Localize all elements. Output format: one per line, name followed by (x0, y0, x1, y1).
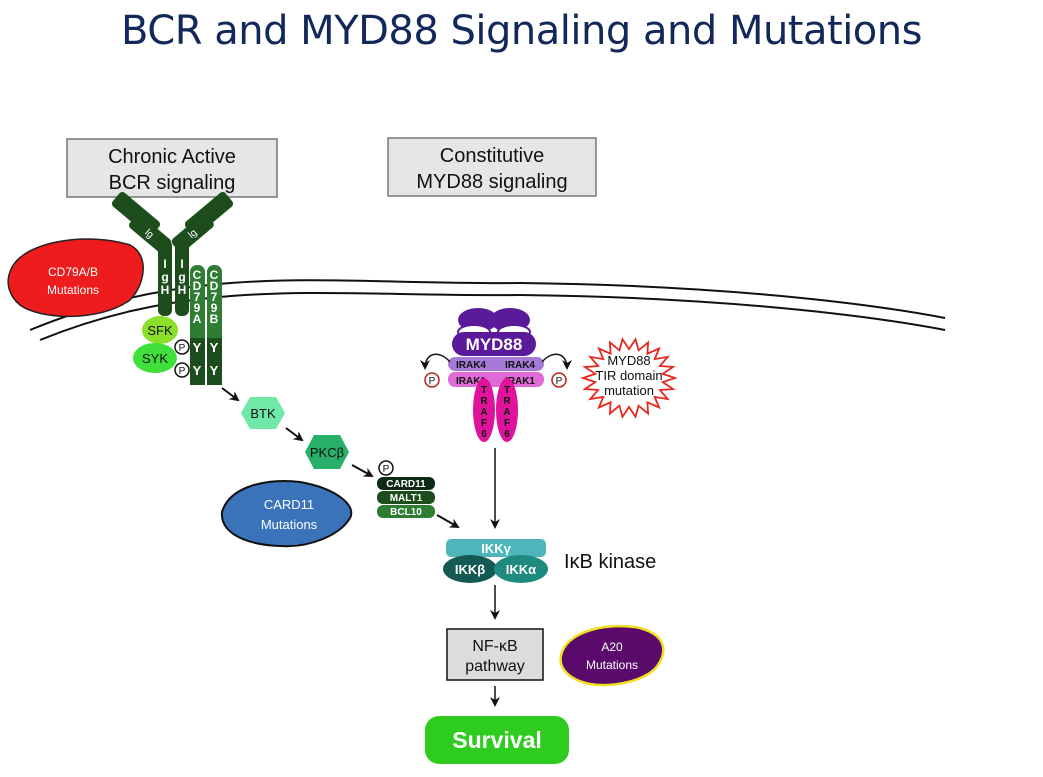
cd79a-letter: D (193, 279, 202, 293)
myd88-header-line2: MYD88 signaling (416, 171, 567, 193)
traf6-right (496, 378, 518, 442)
myd88-tir-mutation-badge: MYD88 TIR domain mutation (580, 337, 678, 419)
irak4-left-label: IRAK4 (456, 360, 486, 371)
btk-node: BTK (241, 397, 285, 429)
bcr-header-box: Chronic Active BCR signaling (66, 138, 278, 198)
svg-text:Mutations: Mutations (47, 283, 99, 297)
svg-text:Mutations: Mutations (261, 517, 318, 532)
survival-label: Survival (452, 727, 542, 753)
igh-chain-left (158, 240, 172, 316)
traf6-letter: F (504, 418, 510, 429)
page-title: BCR and MYD88 Signaling and Mutations (121, 8, 922, 54)
igh-letter: I (163, 257, 166, 271)
igh-letter: g (161, 270, 168, 284)
ikk-complex: IKKγ IKKβ IKKα (443, 539, 548, 583)
svg-text:PKCβ: PKCβ (310, 445, 344, 460)
phospho-marker (174, 362, 190, 378)
bcr-header-line2: BCR signaling (109, 172, 236, 194)
myd88-header-box: Constitutive MYD88 signaling (387, 137, 597, 197)
arrow-pkc-to-cbm (351, 464, 374, 477)
cd79b-letter: 9 (211, 301, 218, 315)
traf6-letter: T (481, 385, 487, 396)
arrow-bcr-to-btk (221, 387, 240, 402)
svg-text:P: P (383, 464, 390, 475)
traf6-letter: T (504, 385, 510, 396)
igh-letter: I (180, 257, 183, 271)
svg-text:CD79A/B: CD79A/B (48, 265, 98, 279)
traf6-left (473, 378, 495, 442)
svg-text:mutation: mutation (604, 383, 654, 398)
a20-mutations-badge: A20 Mutations (559, 624, 665, 687)
bcl10-label: BCL10 (390, 507, 422, 518)
cd79b-letter: B (210, 312, 219, 326)
nfkb-pathway-box: NF-κB pathway (446, 628, 544, 681)
phospho-marker (174, 339, 190, 355)
svg-text:SFK: SFK (147, 323, 173, 338)
cd79b-letter: C (210, 268, 219, 282)
sfk-node: SFK (142, 316, 178, 344)
irak1-left-label: IRAK1 (456, 376, 486, 387)
nfkb-line1: NF-κB (472, 638, 517, 655)
igh-letter: H (178, 283, 187, 297)
ikk-gamma-label: IKKγ (481, 541, 511, 556)
traf6-letter: A (480, 407, 487, 418)
phospho-marker-right (551, 372, 567, 388)
syk-node: SYK (133, 343, 177, 373)
igh-letter: H (161, 283, 170, 297)
myd88-header-line1: Constitutive (440, 145, 545, 167)
svg-text:CARD11: CARD11 (264, 497, 314, 512)
igh-letter: g (178, 270, 185, 284)
phospho-arrow-right (541, 353, 572, 370)
ikb-kinase-label: IκB kinase (564, 551, 656, 573)
svg-text:P: P (429, 376, 436, 387)
irak4-right-label: IRAK4 (505, 360, 535, 371)
svg-text:SYK: SYK (142, 351, 168, 366)
traf6-letter: A (503, 407, 510, 418)
cd79b-letter: 7 (211, 290, 218, 304)
svg-text:A20: A20 (601, 640, 623, 654)
phospho-arrow-left (420, 353, 451, 370)
svg-text:P: P (179, 366, 186, 377)
cbm-complex: P CARD11 MALT1 BCL10 (377, 460, 435, 518)
cd79a-letter: C (193, 268, 202, 282)
myd88-label: MYD88 (466, 335, 523, 354)
svg-text:BTK: BTK (250, 406, 276, 421)
ikk-beta-label: IKKβ (455, 562, 485, 577)
survival-node: Survival (425, 716, 569, 764)
svg-text:P: P (556, 376, 563, 387)
cd79a-letter: A (193, 312, 202, 326)
cd79b-letter: D (210, 279, 219, 293)
svg-text:TIR domain: TIR domain (595, 368, 662, 383)
arrow-cbm-to-ikk (436, 514, 460, 528)
svg-text:MYD88: MYD88 (607, 353, 650, 368)
irak1-right-label: IRAK1 (505, 376, 535, 387)
ikk-alpha-label: IKKα (506, 562, 536, 577)
tyrosine-a2: Y (193, 363, 202, 378)
tyrosine-a1: Y (193, 340, 202, 355)
card11-mutations-badge: CARD11 Mutations (220, 479, 353, 548)
cd79a-letter: 7 (194, 290, 201, 304)
cd79-mutations-badge: CD79A/B Mutations (7, 238, 144, 318)
traf6-letter: 6 (481, 429, 487, 440)
pkc-beta-node: PKCβ (305, 435, 349, 469)
traf6-letter: R (480, 396, 488, 407)
nfkb-line2: pathway (465, 658, 525, 675)
arrow-btk-to-pkc (285, 427, 304, 442)
tyrosine-b2: Y (210, 363, 219, 378)
card11-label: CARD11 (386, 479, 426, 490)
svg-text:P: P (179, 343, 186, 354)
malt1-label: MALT1 (390, 493, 423, 504)
phospho-marker-left (424, 372, 440, 388)
traf6-letter: R (503, 396, 511, 407)
igh-chain-right (175, 240, 189, 316)
svg-text:Mutations: Mutations (586, 658, 638, 672)
traf6-letter: 6 (504, 429, 510, 440)
bcr-header-line1: Chronic Active (108, 146, 236, 168)
cd79a-letter: 9 (194, 301, 201, 315)
traf6-letter: F (481, 418, 487, 429)
tyrosine-b1: Y (210, 340, 219, 355)
